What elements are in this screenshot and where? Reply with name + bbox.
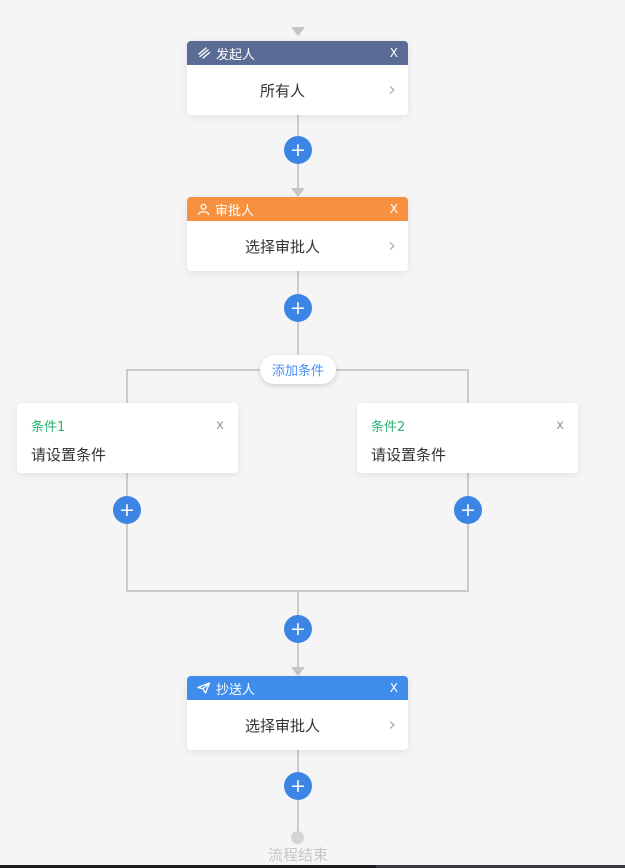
cc-value: 选择审批人: [244, 716, 320, 735]
connector-line: [297, 750, 299, 772]
initiator-value: 所有人: [259, 81, 305, 100]
connector-line: [297, 271, 299, 294]
add-node-button[interactable]: +: [284, 615, 312, 643]
approver-value-row[interactable]: 选择审批人 ›: [187, 221, 408, 271]
cc-title: 抄送人: [216, 682, 256, 698]
cc-card-header: 抄送人 X: [187, 676, 408, 700]
arrow-down-icon: [291, 27, 305, 36]
add-node-button[interactable]: +: [284, 294, 312, 322]
condition-1-title: 条件1: [31, 420, 66, 435]
chevron-right-icon: ›: [388, 234, 396, 257]
condition-2-title: 条件2: [371, 420, 406, 435]
connector-line: [297, 800, 299, 832]
initiator-title: 发起人: [216, 47, 256, 63]
connector-line: [126, 370, 128, 403]
condition-2-card[interactable]: 条件2 x 请设置条件: [357, 403, 578, 473]
chevron-right-icon: ›: [388, 713, 396, 736]
cc-value-row[interactable]: 选择审批人 ›: [187, 700, 408, 750]
close-icon[interactable]: X: [389, 681, 398, 695]
add-node-button[interactable]: +: [284, 136, 312, 164]
connector-line: [297, 592, 299, 615]
approver-value: 选择审批人: [244, 237, 320, 256]
chevron-right-icon: ›: [388, 78, 396, 101]
approver-title: 审批人: [215, 203, 255, 219]
window-edge-bar: [0, 865, 376, 868]
initiator-value-row[interactable]: 所有人 ›: [187, 65, 408, 115]
flow-end-label: 流程结束: [267, 846, 328, 864]
end-node-dot: [291, 831, 304, 844]
add-node-button[interactable]: +: [454, 496, 482, 524]
person-icon: [197, 203, 210, 216]
condition-1-card[interactable]: 条件1 x 请设置条件: [17, 403, 238, 473]
close-icon[interactable]: x: [556, 418, 564, 433]
condition-2-value: 请设置条件: [371, 446, 447, 464]
close-icon[interactable]: X: [389, 202, 398, 216]
connector-line: [467, 473, 469, 591]
signature-icon: [197, 47, 211, 59]
connector-line: [467, 370, 469, 403]
close-icon[interactable]: x: [216, 418, 224, 433]
add-condition-button[interactable]: 添加条件: [260, 355, 336, 384]
connector-line: [297, 322, 299, 356]
window-edge-bar: [376, 865, 625, 868]
connector-line: [126, 473, 128, 591]
initiator-card-header: 发起人 X: [187, 41, 408, 65]
connector-line: [297, 115, 299, 137]
connector-line: [297, 643, 299, 667]
close-icon[interactable]: X: [389, 46, 398, 60]
connector-line: [297, 164, 299, 189]
initiator-node-card: 发起人 X 所有人 ›: [187, 41, 408, 115]
arrow-down-icon: [291, 667, 305, 676]
arrow-down-icon: [291, 188, 305, 197]
approver-node-card: 审批人 X 选择审批人 ›: [187, 197, 408, 271]
merge-line: [126, 590, 469, 592]
condition-1-value: 请设置条件: [31, 446, 107, 464]
add-node-button[interactable]: +: [284, 772, 312, 800]
cc-node-card: 抄送人 X 选择审批人 ›: [187, 676, 408, 750]
add-node-button[interactable]: +: [113, 496, 141, 524]
send-icon: [197, 682, 211, 694]
approver-card-header: 审批人 X: [187, 197, 408, 221]
